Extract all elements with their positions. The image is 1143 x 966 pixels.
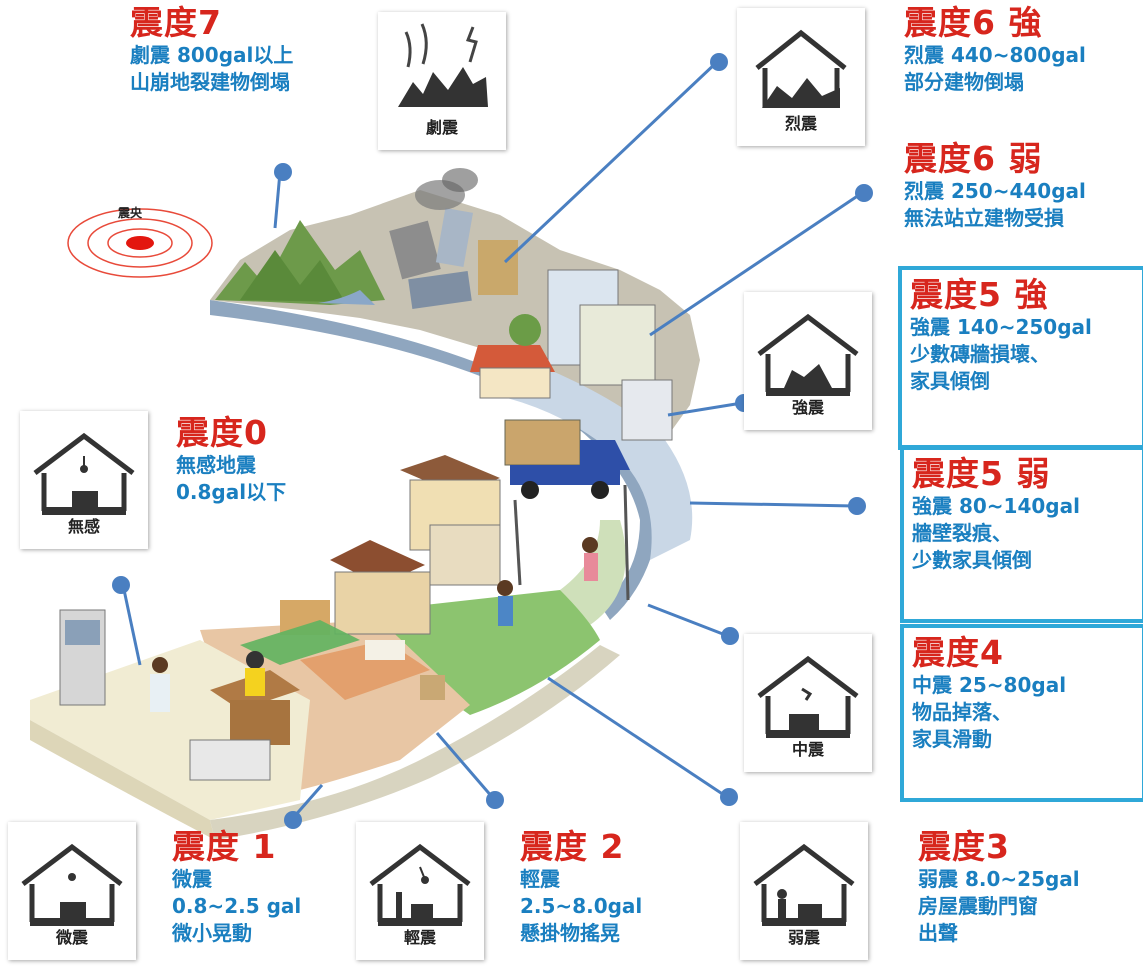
level-title: 震度7 — [130, 3, 222, 42]
level-5-weak-text: 震度5 弱 強震 80~140gal 牆壁裂痕、 少數家具傾倒 — [900, 445, 1143, 623]
level-line: 無感地震 — [176, 453, 256, 477]
level-line: 微震 — [172, 867, 212, 891]
level-line: 2.5~8.0gal — [520, 894, 643, 918]
level-line: 中震 25~80gal — [912, 673, 1067, 697]
card-label: 中震 — [791, 740, 824, 759]
house-sliding-furniture-icon — [757, 655, 859, 738]
collapsed-buildings — [389, 168, 518, 310]
level-4-text: 震度4 中震 25~80gal 物品掉落、 家具滑動 — [900, 624, 1143, 802]
connectors — [112, 53, 873, 829]
level-line: 家具傾倒 — [910, 369, 990, 393]
epicenter-marker — [67, 208, 213, 278]
level-5-strong-text: 震度5 強 強震 140~250gal 少數磚牆損壞、 家具傾倒 — [898, 266, 1143, 450]
rubble-icon — [398, 23, 488, 107]
utility-poles — [513, 484, 630, 601]
card-level-5-strong: 強震 — [744, 292, 872, 430]
level-line: 0.8~2.5 gal — [172, 894, 302, 918]
calm-house-icon — [21, 843, 123, 926]
level-line: 烈震 440~800gal — [904, 43, 1086, 67]
level-line: 家具滑動 — [912, 727, 992, 751]
level-line: 少數家具傾倒 — [912, 548, 1032, 572]
level-title: 震度6 弱 — [904, 139, 1043, 178]
level-title: 震度4 — [912, 633, 1004, 672]
level-7-text: 震度7 劇震 800gal以上 山崩地裂建物倒塌 — [130, 4, 293, 96]
card-label: 劇震 — [425, 118, 458, 137]
truck — [504, 419, 630, 499]
card-level-4: 中震 — [744, 634, 872, 772]
level-title: 震度3 — [918, 827, 1010, 866]
level-line: 少數磚牆損壞、 — [910, 342, 1050, 366]
level-title: 震度0 — [176, 413, 268, 452]
mountains — [215, 220, 385, 305]
damaged-house-icon — [757, 313, 859, 396]
level-line: 輕震 — [520, 867, 560, 891]
office — [59, 609, 300, 781]
level-0-text: 震度0 無感地震 0.8gal以下 — [176, 414, 286, 506]
card-level-7: 劇震 — [378, 12, 506, 150]
card-label: 烈震 — [784, 114, 817, 133]
card-label: 弱震 — [787, 928, 820, 947]
card-label: 微震 — [55, 928, 88, 947]
calm-house-icon — [33, 432, 135, 515]
level-line: 房屋震動門窗 — [918, 894, 1038, 918]
level-line: 牆壁裂痕、 — [912, 521, 1012, 545]
level-1-text: 震度 1 微震 0.8~2.5 gal 微小晃動 — [172, 828, 301, 947]
level-line: 0.8gal以下 — [176, 480, 287, 504]
level-title: 震度 2 — [520, 827, 625, 866]
card-level-2: 輕震 — [356, 822, 484, 960]
level-line: 無法站立建物受損 — [904, 206, 1064, 230]
level-line: 微小晃動 — [172, 921, 252, 945]
level-line: 懸掛物搖晃 — [520, 921, 620, 945]
broken-house-icon — [755, 29, 847, 108]
level-title: 震度6 強 — [904, 3, 1043, 42]
level-line: 出聲 — [918, 921, 958, 945]
card-level-0: 無感 — [20, 411, 148, 549]
damaged-buildings — [470, 269, 673, 441]
level-line: 烈震 250~440gal — [904, 179, 1086, 203]
epicenter-label: 震央 — [118, 206, 143, 220]
level-6-weak-text: 震度6 弱 烈震 250~440gal 無法站立建物受損 — [904, 140, 1086, 232]
card-label: 輕震 — [403, 928, 436, 947]
level-title: 震度 1 — [172, 827, 277, 866]
level-2-text: 震度 2 輕震 2.5~8.0gal 懸掛物搖晃 — [520, 828, 642, 947]
level-title: 震度5 強 — [910, 275, 1049, 314]
bedroom — [240, 620, 445, 700]
level-6-strong-text: 震度6 強 烈震 440~800gal 部分建物倒塌 — [904, 4, 1086, 96]
level-line: 劇震 800gal以上 — [130, 43, 294, 67]
shaking-house-icon — [753, 843, 855, 926]
level-line: 弱震 8.0~25gal — [918, 867, 1080, 891]
level-line: 物品掉落、 — [912, 700, 1012, 724]
card-level-3: 弱震 — [740, 822, 868, 960]
level-line: 強震 80~140gal — [912, 494, 1080, 518]
level-3-text: 震度3 弱震 8.0~25gal 房屋震動門窗 出聲 — [918, 828, 1080, 947]
swaying-lamp-house-icon — [369, 843, 471, 926]
card-label: 無感 — [67, 517, 100, 536]
card-level-1: 微震 — [8, 822, 136, 960]
people — [497, 537, 598, 626]
level-line: 山崩地裂建物倒塌 — [130, 70, 290, 94]
level-title: 震度5 弱 — [912, 454, 1051, 493]
card-level-6-strong: 烈震 — [737, 8, 865, 146]
houses — [280, 455, 501, 635]
level-line: 部分建物倒塌 — [904, 70, 1024, 94]
card-label: 強震 — [791, 398, 824, 417]
level-line: 強震 140~250gal — [910, 315, 1092, 339]
